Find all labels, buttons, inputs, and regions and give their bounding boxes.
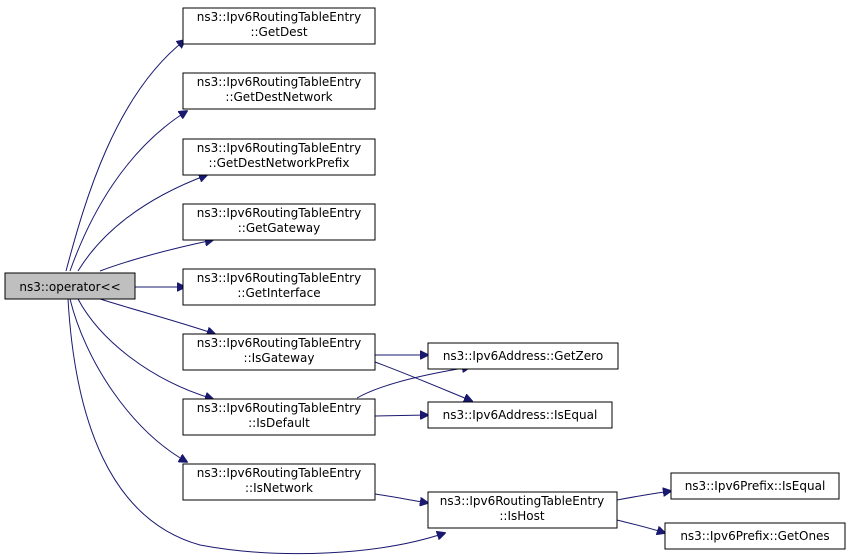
node-label: ns3::Ipv6RoutingTableEntry [197,401,361,415]
node-label: ::IsDefault [248,416,310,430]
node-operator[interactable]: ns3::operator<< [4,272,136,300]
edge-isdefault-getzero [356,367,470,399]
node-label: ns3::Ipv6RoutingTableEntry [197,141,361,155]
node-getinterface[interactable]: ns3::Ipv6RoutingTableEntry ::GetInterfac… [182,268,376,306]
edge-operator-isdefault [77,298,213,399]
edge-ishost-getones [616,519,665,533]
node-getdestnetworkprefix[interactable]: ns3::Ipv6RoutingTableEntry ::GetDestNetw… [182,138,376,176]
node-label: ns3::Ipv6Address::GetZero [443,349,603,363]
node-getdest[interactable]: ns3::Ipv6RoutingTableEntry ::GetDest [182,7,376,45]
node-label: ns3::Ipv6RoutingTableEntry [197,271,361,285]
node-label: ::IsNetwork [245,481,313,495]
node-label: ::GetGateway [238,221,320,235]
node-getones[interactable]: ns3::Ipv6Prefix::GetOnes [664,522,846,550]
node-label: ::GetDestNetwork [225,90,332,104]
node-label: ns3::Ipv6RoutingTableEntry [197,336,361,350]
edge-operator-getdest [65,40,185,272]
edge-isdefault-addrisequal [374,415,428,416]
node-isnetwork[interactable]: ns3::Ipv6RoutingTableEntry ::IsNetwork [182,463,376,501]
node-getgateway[interactable]: ns3::Ipv6RoutingTableEntry ::GetGateway [182,203,376,241]
edge-operator-getgateway [99,240,213,272]
node-isgateway[interactable]: ns3::Ipv6RoutingTableEntry ::IsGateway [182,333,376,371]
node-getdestnetwork[interactable]: ns3::Ipv6RoutingTableEntry ::GetDestNetw… [182,72,376,110]
node-isdefault[interactable]: ns3::Ipv6RoutingTableEntry ::IsDefault [182,398,376,436]
node-label: ns3::Ipv6RoutingTableEntry [197,75,361,89]
node-label: ns3::Ipv6Address::IsEqual [443,408,598,422]
node-label: ::GetInterface [237,286,320,300]
edge-operator-isgateway [99,298,215,334]
node-label: ::IsGateway [244,351,315,365]
edges [65,40,671,555]
node-prefixisequal[interactable]: ns3::Ipv6Prefix::IsEqual [670,472,840,500]
node-label: ::IsHost [499,509,544,523]
node-label: ns3::Ipv6RoutingTableEntry [197,10,361,24]
edge-operator-isnetwork [69,298,187,462]
edge-operator-getdestnetworkprefix [77,175,207,272]
node-getzero[interactable]: ns3::Ipv6Address::GetZero [427,342,619,370]
node-label: ns3::Ipv6RoutingTableEntry [197,466,361,480]
edge-operator-ishost [67,298,445,555]
edge-operator-getdestnetwork [69,111,187,272]
node-label: ::GetDestNetworkPrefix [209,156,350,170]
node-label: ns3::operator<< [19,280,120,294]
node-label: ns3::Ipv6Prefix::IsEqual [685,479,826,493]
node-label: ns3::Ipv6Prefix::GetOnes [680,529,829,543]
node-label: ns3::Ipv6RoutingTableEntry [197,206,361,220]
node-addrisequal[interactable]: ns3::Ipv6Address::IsEqual [427,401,613,429]
node-label: ns3::Ipv6RoutingTableEntry [440,494,604,508]
nodes: ns3::operator<< ns3::Ipv6RoutingTableEnt… [4,7,846,550]
edge-ishost-prefixisequal [616,491,671,501]
edge-isgateway-addrisequal [374,361,472,401]
node-label: ::GetDest [250,25,307,39]
edge-isnetwork-ishost [374,493,428,503]
node-ishost[interactable]: ns3::Ipv6RoutingTableEntry ::IsHost [427,491,618,529]
